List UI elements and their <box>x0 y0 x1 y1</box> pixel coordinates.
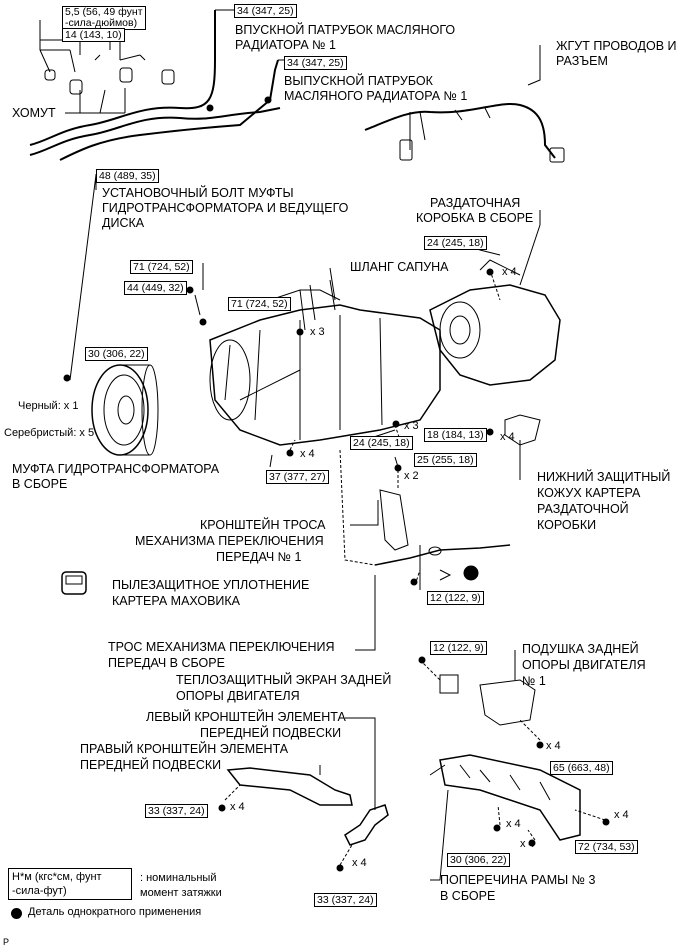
label-shift-cable: ТРОС МЕХАНИЗМА ПЕРЕКЛЮЧЕНИЯ <box>108 640 335 654</box>
label-converter-bolt: УСТАНОВОЧНЫЙ БОЛТ МУФТЫ <box>102 186 294 200</box>
torque-spec: 65 (663, 48) <box>550 761 613 775</box>
label-heat-insulator: ОПОРЫ ДВИГАТЕЛЯ <box>176 689 300 703</box>
torque-spec: 12 (122, 9) <box>427 591 484 605</box>
torque-spec: 12 (122, 9) <box>430 641 487 655</box>
label-black-bolt: Черный: x 1 <box>18 400 79 412</box>
legend-non-reusable: Деталь однократного применения <box>28 906 202 918</box>
label-crossmember: ПОПЕРЕЧИНА РАМЫ № 3 <box>440 873 596 887</box>
qty-x4: x 4 <box>506 818 521 830</box>
torque-spec: 14 (143, 10) <box>62 28 125 42</box>
label-lower-cover: РАЗДАТОЧНОЙ <box>537 502 629 516</box>
label-right-bracket: ПЕРЕДНЕЙ ПОДВЕСКИ <box>80 758 222 772</box>
qty-x4: x 4 <box>546 740 561 752</box>
legend-unit-text: -сила-фут) <box>12 885 67 897</box>
torque-spec-text: 5,5 (56, 49 фунт <box>65 6 143 18</box>
torque-spec: 44 (449, 32) <box>124 281 187 295</box>
torque-spec: 30 (306, 22) <box>447 853 510 867</box>
label-clamp: ХОМУТ <box>12 106 56 120</box>
legend-desc: : номинальный <box>140 872 217 884</box>
label-engine-mount: ПОДУШКА ЗАДНЕЙ <box>522 642 639 656</box>
label-outlet-tube: ВЫПУСКНОЙ ПАТРУБОК <box>284 74 433 88</box>
legend-unit-text: Н*м (кгс*см, фунт <box>12 871 102 883</box>
label-left-bracket: ЛЕВЫЙ КРОНШТЕЙН ЭЛЕМЕНТА <box>146 710 346 724</box>
qty-x4: x 4 <box>520 838 535 850</box>
label-transfer-case: РАЗДАТОЧНАЯ <box>430 196 521 210</box>
qty-x3: x 3 <box>404 420 419 432</box>
label-engine-mount: ОПОРЫ ДВИГАТЕЛЯ <box>522 658 646 672</box>
label-left-bracket: ПЕРЕДНЕЙ ПОДВЕСКИ <box>200 726 342 740</box>
qty-x2: x 2 <box>404 470 419 482</box>
label-cable-bracket: ПЕРЕДАЧ № 1 <box>216 550 302 564</box>
torque-spec: 33 (337, 24) <box>145 804 208 818</box>
label-shift-cable: ПЕРЕДАЧ В СБОРЕ <box>108 656 225 670</box>
torque-spec: 30 (306, 22) <box>85 347 148 361</box>
torque-spec: 48 (489, 35) <box>96 169 159 183</box>
torque-spec: 25 (255, 18) <box>414 453 477 467</box>
qty-x4: x 4 <box>500 431 515 443</box>
label-inlet-tube: ВПУСКНОЙ ПАТРУБОК МАСЛЯНОГО <box>235 23 456 37</box>
qty-x4: x 4 <box>502 266 517 278</box>
non-reusable-icon <box>11 908 22 919</box>
label-wire-harness: ЖГУТ ПРОВОДОВ И <box>556 39 677 53</box>
label-engine-mount: № 1 <box>522 674 546 688</box>
torque-spec: 24 (245, 18) <box>424 236 487 250</box>
legend-desc: момент затяжки <box>140 887 222 899</box>
torque-spec: 33 (337, 24) <box>314 893 377 907</box>
label-inlet-tube: РАДИАТОРА № 1 <box>235 38 337 52</box>
label-lower-cover: НИЖНИЙ ЗАЩИТНЫЙ <box>537 470 671 484</box>
torque-spec-text: -сила-дюймов) <box>65 17 138 29</box>
label-lower-cover: КОРОБКИ <box>537 518 597 532</box>
torque-spec: 71 (724, 52) <box>130 260 193 274</box>
label-heat-insulator: ТЕПЛОЗАЩИТНЫЙ ЭКРАН ЗАДНЕЙ <box>176 673 392 687</box>
label-silver-bolt: Серебристый: x 5 <box>4 427 95 439</box>
label-cable-bracket: КРОНШТЕЙН ТРОСА <box>200 518 326 532</box>
label-torque-converter: В СБОРЕ <box>12 477 68 491</box>
torque-spec: 24 (245, 18) <box>350 436 413 450</box>
label-lower-cover: КОЖУХ КАРТЕРА <box>537 486 641 500</box>
torque-spec: 18 (184, 13) <box>424 428 487 442</box>
qty-x4: x 4 <box>230 801 245 813</box>
qty-x4: x 4 <box>352 857 367 869</box>
torque-spec: 37 (377, 27) <box>266 470 329 484</box>
label-converter-bolt: ГИДРОТРАНСФОРМАТОРА И ВЕДУЩЕГО <box>102 201 349 215</box>
legend-unit-box: Н*м (кгс*см, фунт -сила-фут) <box>8 868 132 900</box>
label-dust-seal: КАРТЕРА МАХОВИКА <box>112 594 241 608</box>
torque-spec: 72 (734, 53) <box>575 840 638 854</box>
torque-spec: 34 (347, 25) <box>234 4 297 18</box>
label-crossmember: В СБОРЕ <box>440 889 496 903</box>
label-transfer-case: КОРОБКА В СБОРЕ <box>416 211 534 225</box>
qty-x4: x 4 <box>300 448 315 460</box>
label-converter-bolt: ДИСКА <box>102 216 145 230</box>
non-reusable-marker <box>463 565 479 581</box>
label-dust-seal: ПЫЛЕЗАЩИТНОЕ УПЛОТНЕНИЕ <box>112 578 310 592</box>
torque-spec: 71 (724, 52) <box>228 297 291 311</box>
label-right-bracket: ПРАВЫЙ КРОНШТЕЙН ЭЛЕМЕНТА <box>80 742 289 756</box>
qty-x3: x 3 <box>310 326 325 338</box>
corner-mark: P <box>3 937 10 947</box>
label-wire-harness: РАЗЪЕМ <box>556 54 608 68</box>
label-cable-bracket: МЕХАНИЗМА ПЕРЕКЛЮЧЕНИЯ <box>135 534 324 548</box>
qty-x4: x 4 <box>614 809 629 821</box>
label-breather-hose: ШЛАНГ САПУНА <box>350 260 449 274</box>
label-torque-converter: МУФТА ГИДРОТРАНСФОРМАТОРА <box>12 462 220 476</box>
label-outlet-tube: МАСЛЯНОГО РАДИАТОРА № 1 <box>284 89 468 103</box>
torque-spec: 34 (347, 25) <box>284 56 347 70</box>
torque-spec-clamp-bolt: 5,5 (56, 49 фунт -сила-дюймов) <box>62 6 146 30</box>
